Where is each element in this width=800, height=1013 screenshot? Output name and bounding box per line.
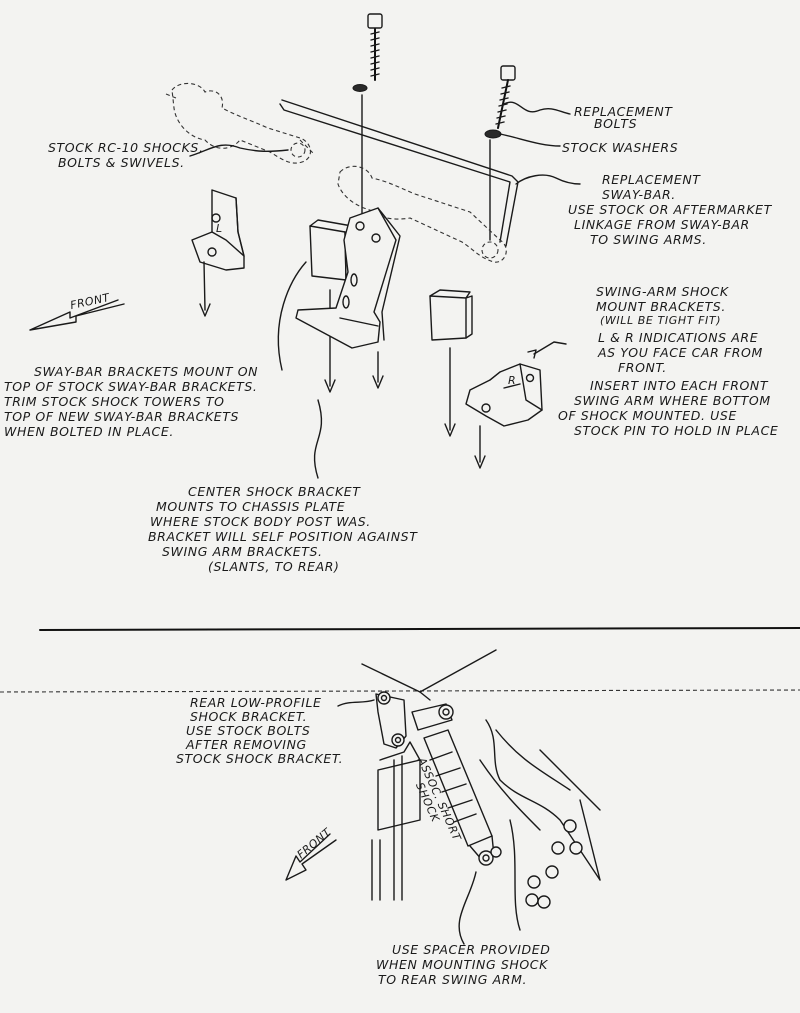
section-divider [39, 627, 800, 631]
bracket-mark-r: R [508, 374, 517, 387]
stock-washers-label: STOCK WASHERS [562, 140, 679, 155]
right-block-bracket [429, 289, 473, 437]
right-bracket-r [465, 363, 543, 469]
replacement-bolts-label: REPLACEMENT BOLTS [574, 104, 673, 131]
rear-bracket-label: REAR LOW-PROFILE SHOCK BRACKET. USE STOC… [176, 695, 344, 766]
assoc-short-shock [411, 703, 502, 866]
bracket-mark-l: L [216, 222, 223, 235]
front-arrow-bottom [285, 833, 337, 881]
leader-lines-bottom [337, 699, 477, 945]
front-arrow-top [29, 299, 125, 331]
swing-arm-brackets-label: SWING-ARM SHOCK MOUNT BRACKETS. [596, 284, 729, 314]
replacement-swaybar-label: REPLACEMENT SWAY-BAR. USE STOCK OR AFTER… [568, 172, 772, 247]
stock-shock-lower [337, 165, 507, 263]
stock-shocks-label: STOCK RC-10 SHOCKS, BOLTS & SWIVELS. [48, 140, 204, 170]
stock-shock-upper [165, 82, 315, 164]
sway-bar [279, 99, 519, 247]
left-bolt [352, 13, 383, 251]
spacer-note-label: USE SPACER PROVIDED WHEN MOUNTING SHOCK … [376, 942, 551, 987]
rear-chassis [0, 649, 800, 931]
center-bracket-label: CENTER SHOCK BRACKET MOUNTS TO CHASSIS P… [148, 484, 418, 574]
lr-indications-label: L & R INDICATIONS ARE AS YOU FACE CAR FR… [598, 330, 763, 375]
tight-fit-label: (WILL BE TIGHT FIT) [600, 314, 722, 327]
rear-shock-bracket [375, 691, 407, 749]
insert-note-label: INSERT INTO EACH FRONT SWING ARM WHERE B… [558, 378, 779, 438]
left-bracket-l [191, 189, 245, 317]
swing-arm-holes [525, 819, 583, 909]
leader-lines-top [189, 101, 581, 479]
swaybar-brackets-label: SWAY-BAR BRACKETS MOUNT ON TOP OF STOCK … [4, 364, 259, 439]
right-bolt [484, 65, 516, 241]
center-shock-bracket [295, 207, 401, 389]
